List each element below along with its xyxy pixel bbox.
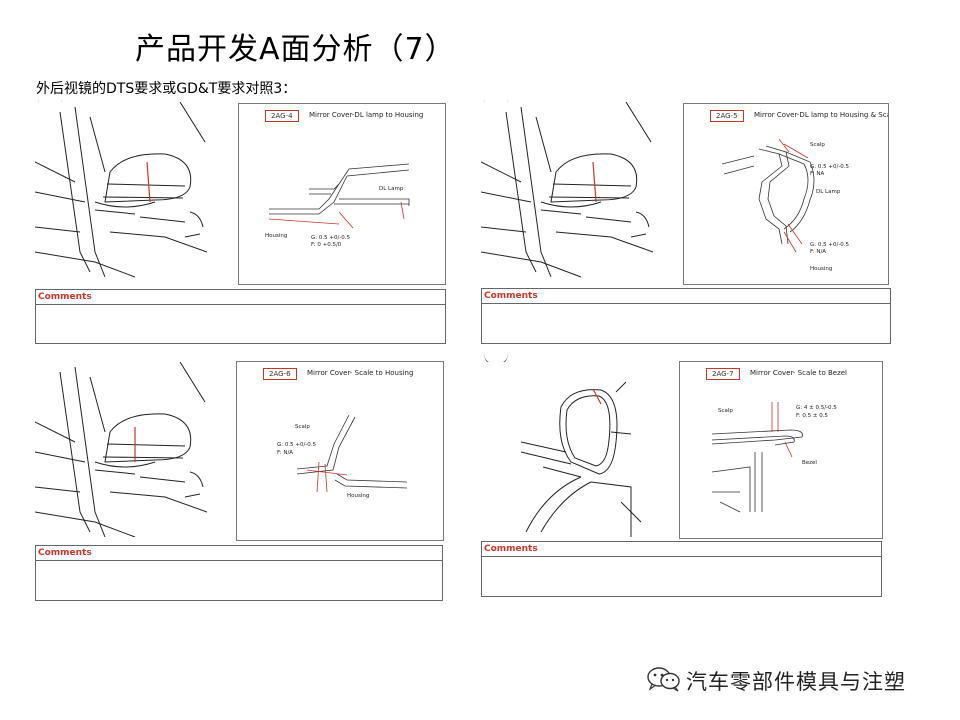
wechat-icon bbox=[646, 666, 682, 696]
comments-label: Comments bbox=[482, 542, 881, 557]
mirror-sketch-image bbox=[35, 362, 207, 537]
section-heading: Mirror Cover-DL lamp to Housing & Scale bbox=[754, 111, 889, 119]
label-gap-2: G: 0.5 +0/-0.5 bbox=[810, 242, 850, 248]
label-flush: F: 0.5 ± 0.5 bbox=[796, 413, 828, 419]
label-flush: F: NA bbox=[810, 171, 825, 177]
label-flush: F: N/A bbox=[277, 450, 294, 456]
comments-box[interactable]: Comments bbox=[35, 545, 443, 601]
comments-label: Comments bbox=[36, 290, 445, 305]
section-heading: Mirror Cover- Scale to Housing bbox=[307, 369, 414, 377]
label-gap: G: 0.5 +0/-0.5 bbox=[277, 442, 317, 448]
comments-label: Comments bbox=[482, 289, 890, 304]
footer-watermark: 汽车零部件模具与注塑 bbox=[646, 666, 906, 696]
label-scalp: Scalp bbox=[810, 142, 825, 148]
mirror-sketch-image bbox=[35, 102, 207, 282]
section-heading: Mirror Cover-DL lamp to Housing bbox=[309, 111, 424, 119]
label-dl-lamp: DL Lamp bbox=[816, 189, 841, 195]
label-gap: G: 0.5 +0/-0.5 bbox=[810, 164, 850, 170]
label-housing: Housing bbox=[265, 233, 288, 239]
label-dl-lamp: DL Lamp bbox=[379, 186, 404, 192]
page-subtitle: 外后视镜的DTS要求或GD&T要求对照3： bbox=[36, 81, 297, 97]
section-code: 2AG-4 bbox=[265, 110, 299, 122]
comments-label: Comments bbox=[36, 546, 442, 561]
label-scalp: Scalp bbox=[718, 408, 733, 414]
label-flush: F: 0 +0.5/0 bbox=[311, 242, 342, 248]
section-code: 2AG-6 bbox=[263, 368, 297, 380]
page-title: 产品开发A面分析（7） bbox=[135, 32, 456, 67]
detail-drawing: 2AG-6 Mirror Cover- Scale to Housing Sca… bbox=[236, 361, 444, 541]
mirror-sketch-image bbox=[481, 102, 653, 282]
comments-box[interactable]: Comments bbox=[35, 289, 446, 344]
comments-box[interactable]: Comments bbox=[481, 288, 891, 344]
label-housing: Housing bbox=[347, 493, 370, 499]
mirror-sketch-image bbox=[481, 362, 653, 537]
label-housing: Housing bbox=[810, 266, 833, 272]
comments-box[interactable]: Comments bbox=[481, 541, 882, 597]
label-gap: G: 0.5 +0/-0.5 bbox=[311, 235, 351, 241]
label-gap: G: 4 ± 0.5/-0.5 bbox=[796, 405, 837, 411]
detail-drawing: 2AG-7 Mirror Cover- Scale to Bezel Scalp… bbox=[679, 361, 883, 539]
label-bezel: Bezel bbox=[802, 460, 817, 466]
detail-drawing: 2AG-4 Mirror Cover-DL lamp to Housing Ho… bbox=[238, 103, 446, 285]
section-code: 2AG-5 bbox=[710, 110, 744, 122]
section-heading: Mirror Cover- Scale to Bezel bbox=[750, 369, 847, 377]
section-code: 2AG-7 bbox=[706, 368, 740, 380]
detail-drawing: 2AG-5 Mirror Cover-DL lamp to Housing & … bbox=[683, 103, 889, 285]
label-scalp: Scalp bbox=[295, 424, 310, 430]
watermark-text: 汽车零部件模具与注塑 bbox=[686, 670, 906, 694]
label-flush-2: F: N/A bbox=[810, 249, 827, 255]
